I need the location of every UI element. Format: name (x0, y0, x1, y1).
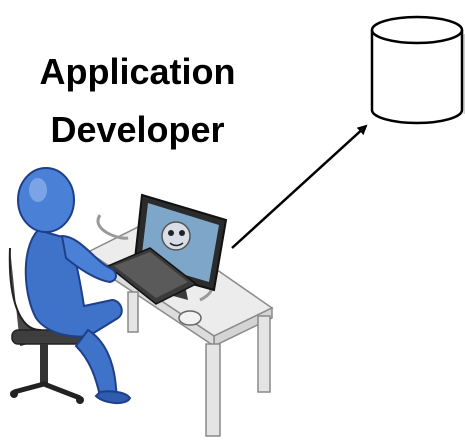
arrow-up-right-icon (231, 124, 368, 249)
actor-label-line-1: Application (39, 51, 236, 92)
developer-at-computer-icon (8, 167, 274, 437)
database-cylinder-icon (370, 15, 465, 125)
actor-label-line-2: Developer (50, 109, 225, 150)
